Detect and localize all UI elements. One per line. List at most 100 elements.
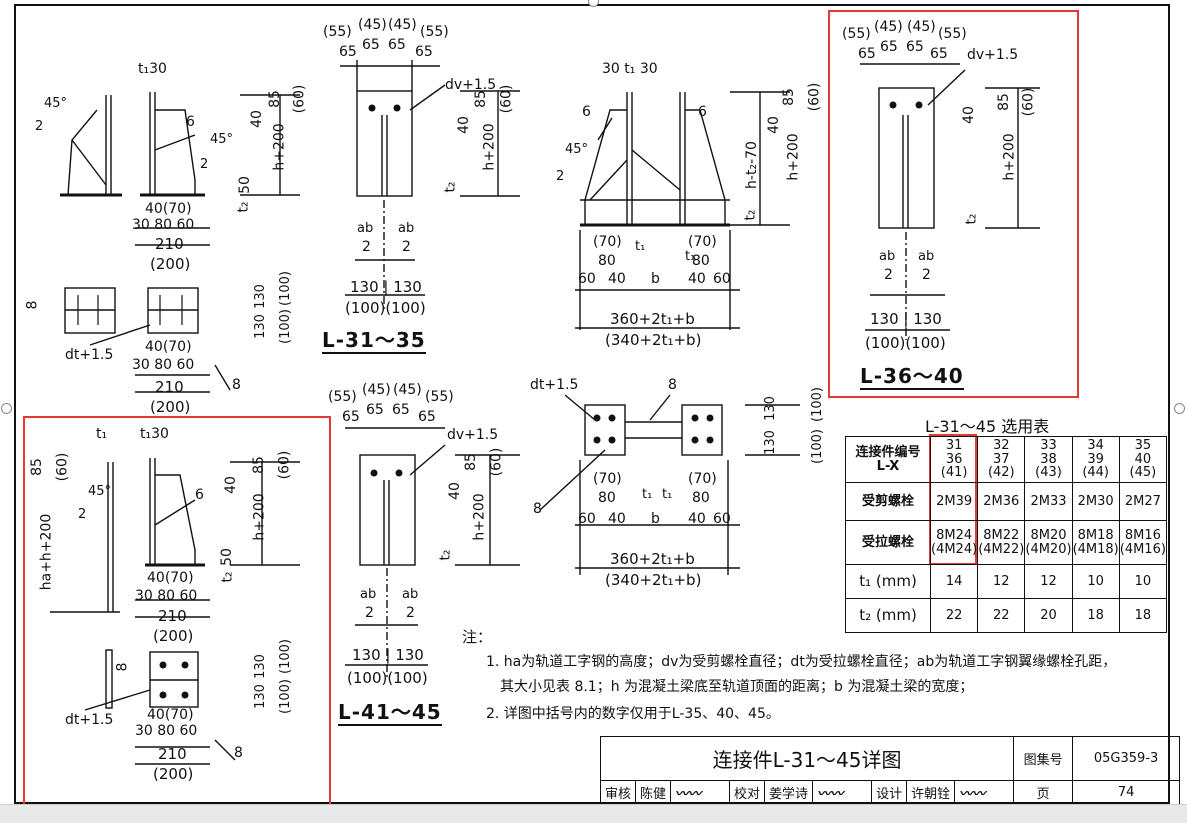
dim-top-55-c: (55) [842,26,871,42]
dim-40-b: 40 [455,116,472,134]
dim-t2-a: t₂ [235,201,252,213]
dim-2-j: 2 [78,507,87,522]
designer-signature: 〰〰 [954,780,1015,805]
dim-85-f: 85 [28,458,45,476]
dim-65-b: 65 [362,37,380,53]
dim-50-a: 50 [236,176,253,194]
designer-name: 许朝铨 [906,780,956,805]
selection-table-title: L-31～45 选用表 [925,417,1050,436]
dim-p100-c: (100) [809,387,825,422]
table-cell: 12 [977,564,1026,599]
dim-85-d: 85 [780,88,797,106]
table-cell: 2M36 [977,482,1026,521]
title-block: 连接件L-31～45详图 图集号 05G359-3 审核 陈健 〰〰 校对 姜学… [599,736,1181,805]
dim-6-b: 6 [582,104,591,120]
table-cell: 8M18(4M18) [1071,520,1120,565]
dim-70-a: (70) [593,234,622,250]
dim-ht270: h-t₂-70 [743,141,760,189]
dim-40-h: 40 [688,511,706,527]
dim-30-t1-30: 30 t₁ 30 [602,61,658,77]
dim-80-c: 80 [598,490,616,506]
dim-ab-e: ab [360,587,377,602]
dim-60-e: 60 [578,271,596,287]
dim-65-f: 65 [880,39,898,55]
dim-8-a: 8 [24,300,41,310]
dim-60-h: 60 [713,511,731,527]
resize-handle-left[interactable] [1,403,12,414]
table-cell: 12 [1024,564,1073,599]
dim-t2-b: t₂ [442,181,459,193]
dim-85-b: 85 [472,90,489,108]
dim-40-e: 40 [608,271,626,287]
dim-4070-d: 40(70) [147,707,194,723]
viewer-bottom-bar [0,804,1187,823]
checker-label: 校对 [729,780,766,805]
table-cell: 18 [1118,598,1167,633]
table-row-label: 受拉螺栓 [845,520,931,565]
table-cell: 14 [929,564,979,599]
dim-4070-b: 40(70) [145,339,192,355]
page-label: 页 [1013,780,1074,805]
dim-308060-c: 30 80 60 [135,588,198,604]
dim-t1-b: t₁ [685,249,696,264]
dim-45deg-b: 45° [210,132,234,147]
dim-p100-e: (100) [277,639,293,674]
reviewer-label: 审核 [599,780,637,805]
table-cell: 22 [929,598,979,633]
dim-2-c: 2 [362,239,371,255]
dim-40-j: 40 [222,476,239,494]
dim-85-c: 85 [995,93,1012,111]
dim-h200-a: h+200 [271,123,288,171]
atlas-label: 图集号 [1013,736,1074,781]
table-cell: 8M22(4M22) [977,520,1026,565]
table-row-label: 受剪螺栓 [845,482,931,521]
resize-handle-top[interactable] [588,0,599,7]
dim-t2-e: t₂ [437,549,454,561]
table-cell: 2M27 [1118,482,1167,521]
dim-h200-c: h+200 [1001,133,1018,181]
dim-ab-d: ab [918,249,935,264]
dim-360-a: 360+2t₁+b [610,310,695,328]
dim-200-a: (200) [150,255,191,273]
drawing-sheet [14,4,1170,804]
table-cell: 10 [1071,564,1120,599]
dim-65-i: 65 [342,409,360,425]
dim-8-f: 8 [234,745,243,761]
dim-t1-e: t₁ [96,426,108,442]
dim-6-d: 6 [195,487,204,503]
dim-h200-d: h+200 [785,133,802,181]
resize-handle-right[interactable] [1174,403,1185,414]
dim-40-i: 40 [446,482,463,500]
dim-60-f2: (60) [54,452,71,482]
dim-100-100-a: (100)(100) [345,299,426,317]
dim-210-c: 210 [158,607,187,625]
label-l41-45: L-41～45 [338,700,442,726]
dim-2-a: 2 [35,119,44,134]
dim-60-d: (60) [806,82,823,112]
drawing-title: 连接件L-31～45详图 [599,736,1015,781]
dim-60-c: (60) [1020,87,1037,117]
table-cell: 8M24(4M24) [929,520,979,565]
dim-top-55-b: (55) [420,24,449,40]
dim-ab-c: ab [879,249,896,264]
dim-dt15-b: dt+1.5 [530,377,579,393]
note-1b: 其大小见表 8.1；h 为混凝土梁底至轨道顶面的距离；b 为混凝土梁的宽度； [500,679,974,695]
table-cell: 8M16(4M16) [1118,520,1167,565]
dim-308060-a: 30 80 60 [132,217,195,233]
dim-45deg-c: 45° [565,142,589,157]
dim-60-a: (60) [291,84,308,114]
dim-40-c: 40 [960,106,977,124]
dim-top-45-d: (45) [907,19,936,35]
dim-ab-f: ab [402,587,419,602]
dim-80-d: 80 [692,490,710,506]
table-cell: 2M33 [1024,482,1073,521]
notes-head: 注： [462,628,493,646]
table-row-label: t₁ (mm) [845,564,931,599]
dim-65-g: 65 [906,39,924,55]
dim-65-k: 65 [392,402,410,418]
dim-85-a: 85 [266,90,283,108]
dim-dt15-c: dt+1.5 [65,712,114,728]
dim-t1-30-a: t₁30 [138,61,167,77]
